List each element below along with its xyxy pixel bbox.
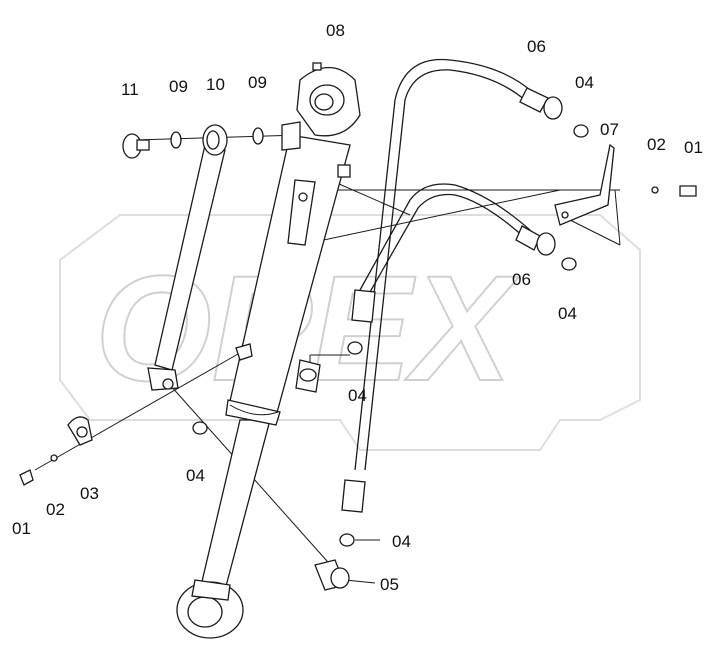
- label-05: 05: [380, 575, 399, 594]
- cylinder-barrel: [225, 134, 351, 426]
- hydraulic-tube-long: [341, 58, 531, 513]
- label-09-left: 09: [169, 77, 188, 96]
- bolt-01-left: [19, 469, 34, 486]
- o-ring-04-mid: [347, 341, 363, 355]
- label-02-right: 02: [647, 135, 666, 154]
- clamp-03: [67, 416, 93, 446]
- washer-09-left: [170, 131, 182, 149]
- cylinder-eye-08: [281, 62, 361, 151]
- label-04-mid: 04: [348, 386, 367, 405]
- label-07: 07: [600, 120, 619, 139]
- bolt-11: [122, 133, 150, 159]
- watermark-gear: [59, 214, 641, 451]
- hose-fitting-06-upper: [519, 87, 563, 120]
- o-ring-04-lower: [339, 533, 355, 547]
- label-04-upper: 04: [575, 73, 594, 92]
- hose-fitting-06-lower: [515, 225, 556, 256]
- label-04-right: 04: [558, 304, 577, 323]
- piston-rod: [176, 419, 271, 639]
- callout-labels: 08 06 04 11 09 10 09 07 02 01 06 04 04 0…: [12, 21, 703, 594]
- label-01-left: 01: [12, 519, 31, 538]
- label-01-right: 01: [684, 138, 703, 157]
- elbow-fitting-05: [314, 559, 350, 591]
- label-06-lower: 06: [512, 270, 531, 289]
- clamp-spacer: [235, 343, 253, 361]
- washer-09-right: [252, 127, 264, 145]
- label-08: 08: [326, 21, 345, 40]
- label-06-upper: 06: [527, 37, 546, 56]
- label-04-left: 04: [186, 466, 205, 485]
- label-04-lower: 04: [392, 532, 411, 551]
- washer-02-right: [651, 186, 659, 194]
- hydraulic-tube-short: [359, 183, 531, 293]
- bolt-01-right: [679, 185, 697, 197]
- o-ring-04-left: [192, 421, 208, 435]
- o-ring-04-right: [561, 257, 577, 271]
- label-02-left: 02: [46, 500, 65, 519]
- bracket-07: [554, 143, 615, 226]
- link-rod-10: [147, 124, 228, 391]
- label-03: 03: [80, 484, 99, 503]
- washer-02-left: [50, 454, 58, 462]
- label-10: 10: [206, 75, 225, 94]
- o-ring-04-upper: [573, 124, 589, 138]
- label-09-right: 09: [248, 73, 267, 92]
- label-11: 11: [121, 80, 139, 99]
